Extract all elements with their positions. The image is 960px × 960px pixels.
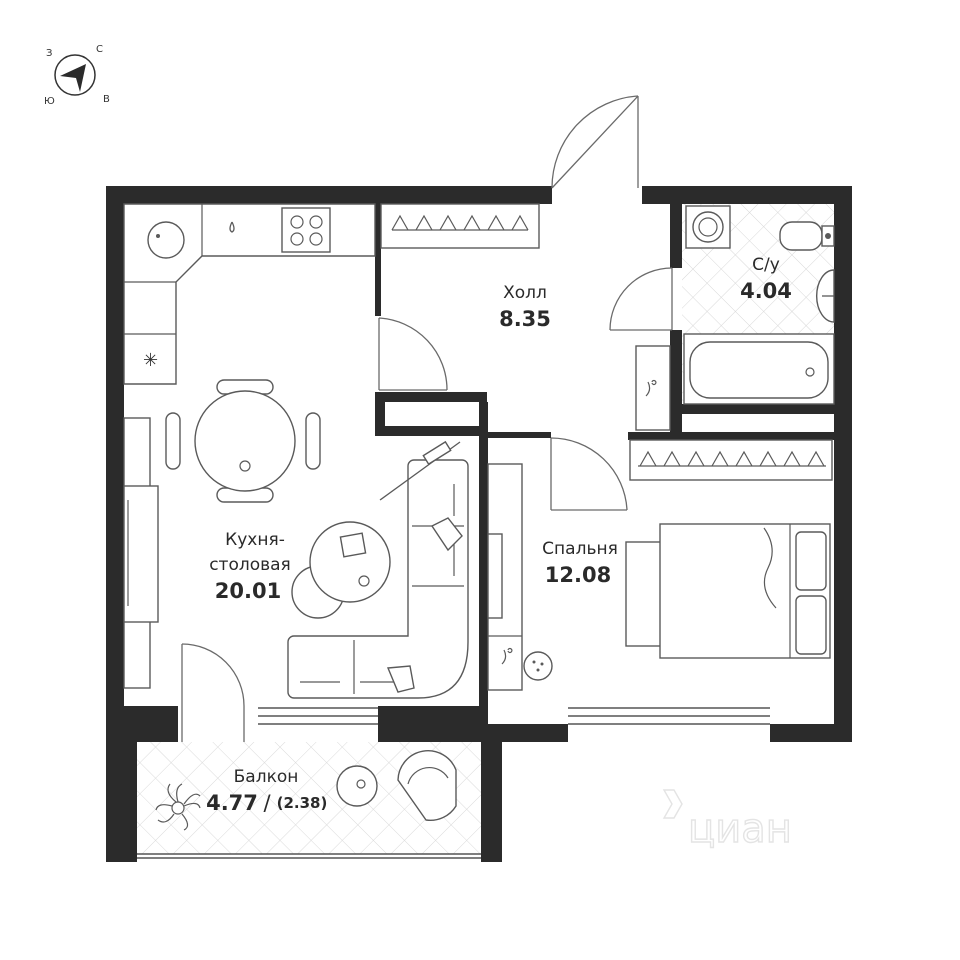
bedroom-area: 12.08 <box>545 563 611 587</box>
doors <box>181 95 673 742</box>
compass-north: С <box>96 44 103 55</box>
tv-unit <box>123 417 159 689</box>
walls <box>106 186 852 862</box>
bathroom-name: С/у <box>752 255 780 275</box>
kitchen-name-line1: Кухня- <box>225 530 285 550</box>
dining-table <box>165 379 321 503</box>
bathroom-fixtures <box>683 205 835 405</box>
sofa <box>287 440 469 699</box>
compass-east: В <box>103 94 110 105</box>
kitchen-name-line2: столовая <box>209 555 291 575</box>
bedroom-wardrobe <box>629 439 833 481</box>
watermark-text: циан <box>688 806 792 852</box>
watermark: циан <box>662 789 793 853</box>
compass-south: Ю <box>44 96 55 107</box>
hall-name: Холл <box>503 283 547 303</box>
balcony-name: Балкон <box>234 767 299 787</box>
bedroom-dresser <box>487 463 553 691</box>
coffee-tables <box>291 521 391 619</box>
bed <box>625 523 831 659</box>
plant-icon <box>155 783 201 831</box>
bedroom-name: Спальня <box>542 539 618 559</box>
windows <box>137 704 770 859</box>
balcony-separator: / <box>263 791 271 815</box>
svg-text:✳: ✳ <box>143 350 158 371</box>
balcony-furniture <box>155 750 457 831</box>
watermark-logo-icon <box>662 789 683 819</box>
hall-wardrobe <box>380 203 540 249</box>
compass-arrow-icon <box>60 64 86 92</box>
hall-area: 8.35 <box>499 307 551 331</box>
bathroom-area: 4.04 <box>740 279 792 303</box>
compass: З С Ю В <box>44 44 110 107</box>
kitchen-counter: ✳ <box>123 203 376 385</box>
compass-west: З <box>46 48 52 59</box>
hall-shoe-cabinet <box>635 345 671 431</box>
balcony-reduced-area: (2.38) <box>277 794 328 812</box>
balcony-area: 4.77 <box>206 791 258 815</box>
kitchen-area: 20.01 <box>215 579 281 603</box>
